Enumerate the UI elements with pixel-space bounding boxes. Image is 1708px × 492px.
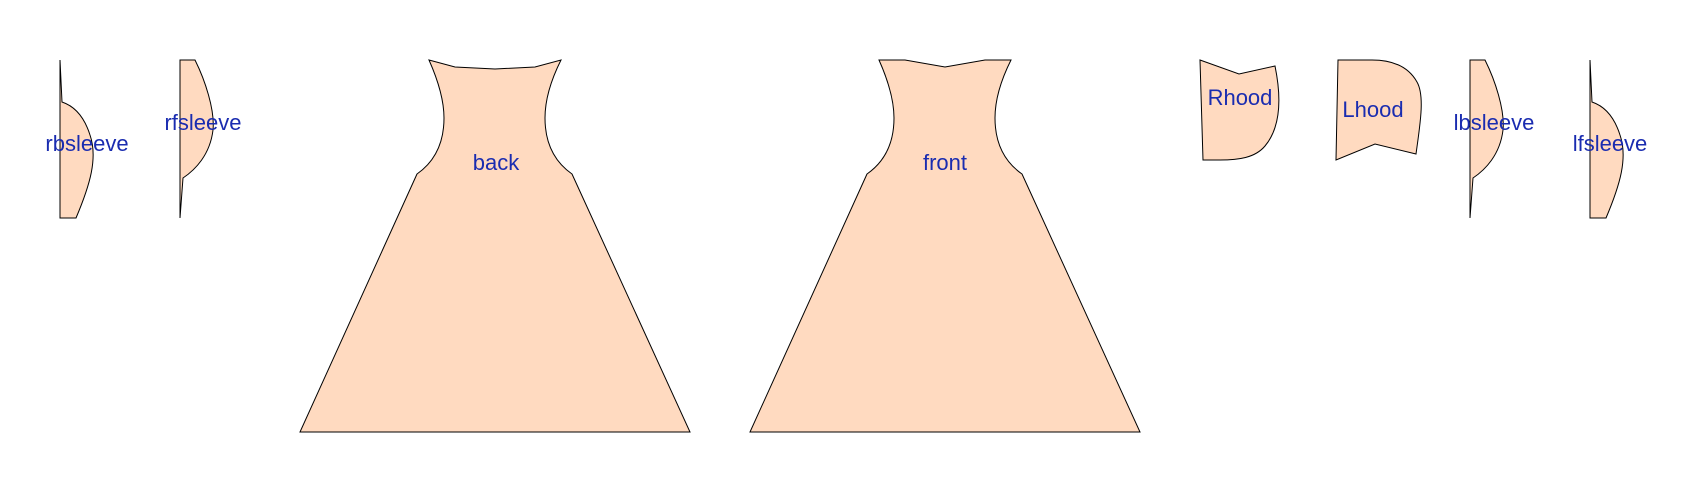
pattern-piece-lhood: Lhood	[1335, 59, 1422, 161]
front-label: front	[923, 150, 967, 175]
pattern-piece-lfsleeve: lfsleeve	[1573, 59, 1648, 219]
lfsleeve-outline	[1589, 59, 1624, 219]
lfsleeve-label: lfsleeve	[1573, 131, 1648, 156]
back-outline	[299, 59, 691, 433]
rfsleeve-label: rfsleeve	[164, 110, 241, 135]
pattern-piece-rbsleeve: rbsleeve	[45, 59, 129, 219]
pattern-piece-rhood: Rhood	[1199, 59, 1280, 161]
rbsleeve-label: rbsleeve	[45, 131, 128, 156]
pattern-piece-rfsleeve: rfsleeve	[164, 59, 242, 219]
pattern-piece-lbsleeve: lbsleeve	[1454, 59, 1535, 219]
rhood-label: Rhood	[1208, 85, 1273, 110]
pattern-piece-back: back	[299, 59, 691, 433]
lhood-label: Lhood	[1342, 97, 1403, 122]
rfsleeve-outline	[179, 59, 214, 219]
rbsleeve-outline	[59, 59, 94, 219]
pattern-piece-front: front	[749, 59, 1141, 433]
front-outline	[749, 59, 1141, 433]
rhood-outline	[1199, 59, 1280, 161]
lbsleeve-label: lbsleeve	[1454, 110, 1535, 135]
back-label: back	[473, 150, 520, 175]
lbsleeve-outline	[1469, 59, 1504, 219]
lhood-outline	[1335, 59, 1422, 161]
